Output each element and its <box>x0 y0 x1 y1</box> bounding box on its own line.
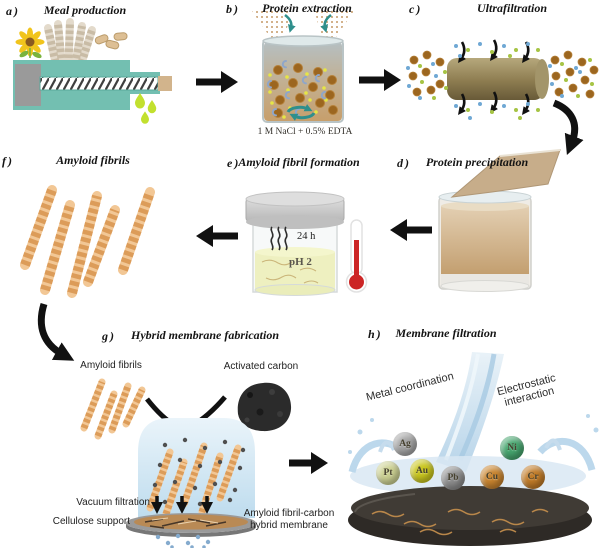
incubation-time-label: 24 h <box>297 231 316 242</box>
retentate-particles <box>406 42 599 120</box>
oil-droplets-icon <box>135 93 157 124</box>
fibrils-label: Amyloid fibrils <box>80 360 142 371</box>
small-fibrils-icon <box>80 378 146 440</box>
metal-ball-ni: Ni <box>500 436 524 460</box>
salt-dots <box>268 68 328 119</box>
panel-c-letter: c) <box>409 2 423 16</box>
metal-ball-au: Au <box>410 459 434 483</box>
panel-e-title: Amyloid fibril formation <box>238 155 360 169</box>
panel-f-letter: f) <box>2 154 14 168</box>
sunflower-icon <box>15 27 45 59</box>
panel-a-letter: a) <box>6 4 20 18</box>
panel-b-title: Protein extraction <box>262 1 352 15</box>
incubation-jar <box>245 191 345 296</box>
filtration-membrane-disc <box>348 486 592 546</box>
metal-symbol: Pt <box>383 468 393 478</box>
panel-b-letter: b) <box>226 2 240 16</box>
vacuum-arrows-icon <box>151 496 213 514</box>
metal-ball-pt: Pt <box>376 461 400 485</box>
panel-c-title: Ultrafiltration <box>476 1 547 15</box>
edta-crescents <box>266 60 326 117</box>
metal-ball-ag: Ag <box>393 432 417 456</box>
metal-symbol: Cr <box>527 472 539 482</box>
arrow-c-to-d <box>552 99 584 156</box>
panel-d-letter: d) <box>397 156 411 170</box>
carbon-label: Activated carbon <box>223 361 299 372</box>
pouring-vessel-icon <box>450 149 561 198</box>
panel-h-letter: h) <box>368 327 383 341</box>
vacuum-label: Vacuum filtration <box>76 497 150 508</box>
arrow-a-to-b <box>196 71 238 93</box>
membrane-label: Amyloid fibril-carbon hybrid membrane <box>243 508 335 531</box>
metal-symbol: Au <box>415 466 429 476</box>
panel-d-title: Protein precipitation <box>425 155 529 169</box>
thermometer-icon <box>345 219 368 293</box>
panel-g-title: Hybrid membrane fabrication <box>131 328 279 342</box>
carbon-dots <box>152 437 246 507</box>
extruder-machine-icon <box>13 60 172 110</box>
vessel-fibrils <box>146 442 242 518</box>
ph-label: pH 2 <box>289 256 312 268</box>
panel-a-title: Meal production <box>43 3 127 17</box>
peanuts-icon <box>94 32 128 50</box>
amyloid-fibrils-icon <box>20 185 155 298</box>
metal-ball-pb: Pb <box>441 466 465 490</box>
metal-symbol: Cu <box>485 472 499 482</box>
metal-symbol: Pb <box>447 473 459 483</box>
precipitation-beaker <box>438 190 532 292</box>
filtrate-droplets-icon <box>155 533 211 548</box>
support-label: Cellulose support <box>52 516 130 527</box>
arrow-b-to-c <box>359 69 401 91</box>
panel-h-title: Membrane filtration <box>395 326 497 340</box>
protein-particles <box>269 63 338 118</box>
metal-symbol: Ni <box>507 443 517 453</box>
panel-f-title: Amyloid fibrils <box>56 153 130 167</box>
arrow-e-to-f <box>196 225 238 247</box>
pour-arrows-icon <box>284 14 332 33</box>
water-stream <box>436 352 504 472</box>
heat-waves-icon <box>270 226 288 251</box>
panel-g-letter: g) <box>102 329 116 343</box>
extraction-buffer-caption: 1 M NaCl + 0.5% EDTA <box>257 127 353 137</box>
metal-symbol: Ag <box>399 439 411 449</box>
metal-ball-cr: Cr <box>521 465 545 489</box>
panel-e-letter: e) <box>227 156 241 170</box>
arrow-f-to-g <box>37 302 75 361</box>
ultrafiltration-membrane <box>447 58 549 100</box>
activated-carbon-icon <box>237 382 292 432</box>
stirring-arrows-icon <box>286 104 316 121</box>
hybrid-membrane-disc <box>126 513 256 537</box>
arrow-g-to-h <box>289 452 328 474</box>
metal-ball-cu: Cu <box>480 465 504 489</box>
arrow-d-to-e <box>390 219 432 241</box>
